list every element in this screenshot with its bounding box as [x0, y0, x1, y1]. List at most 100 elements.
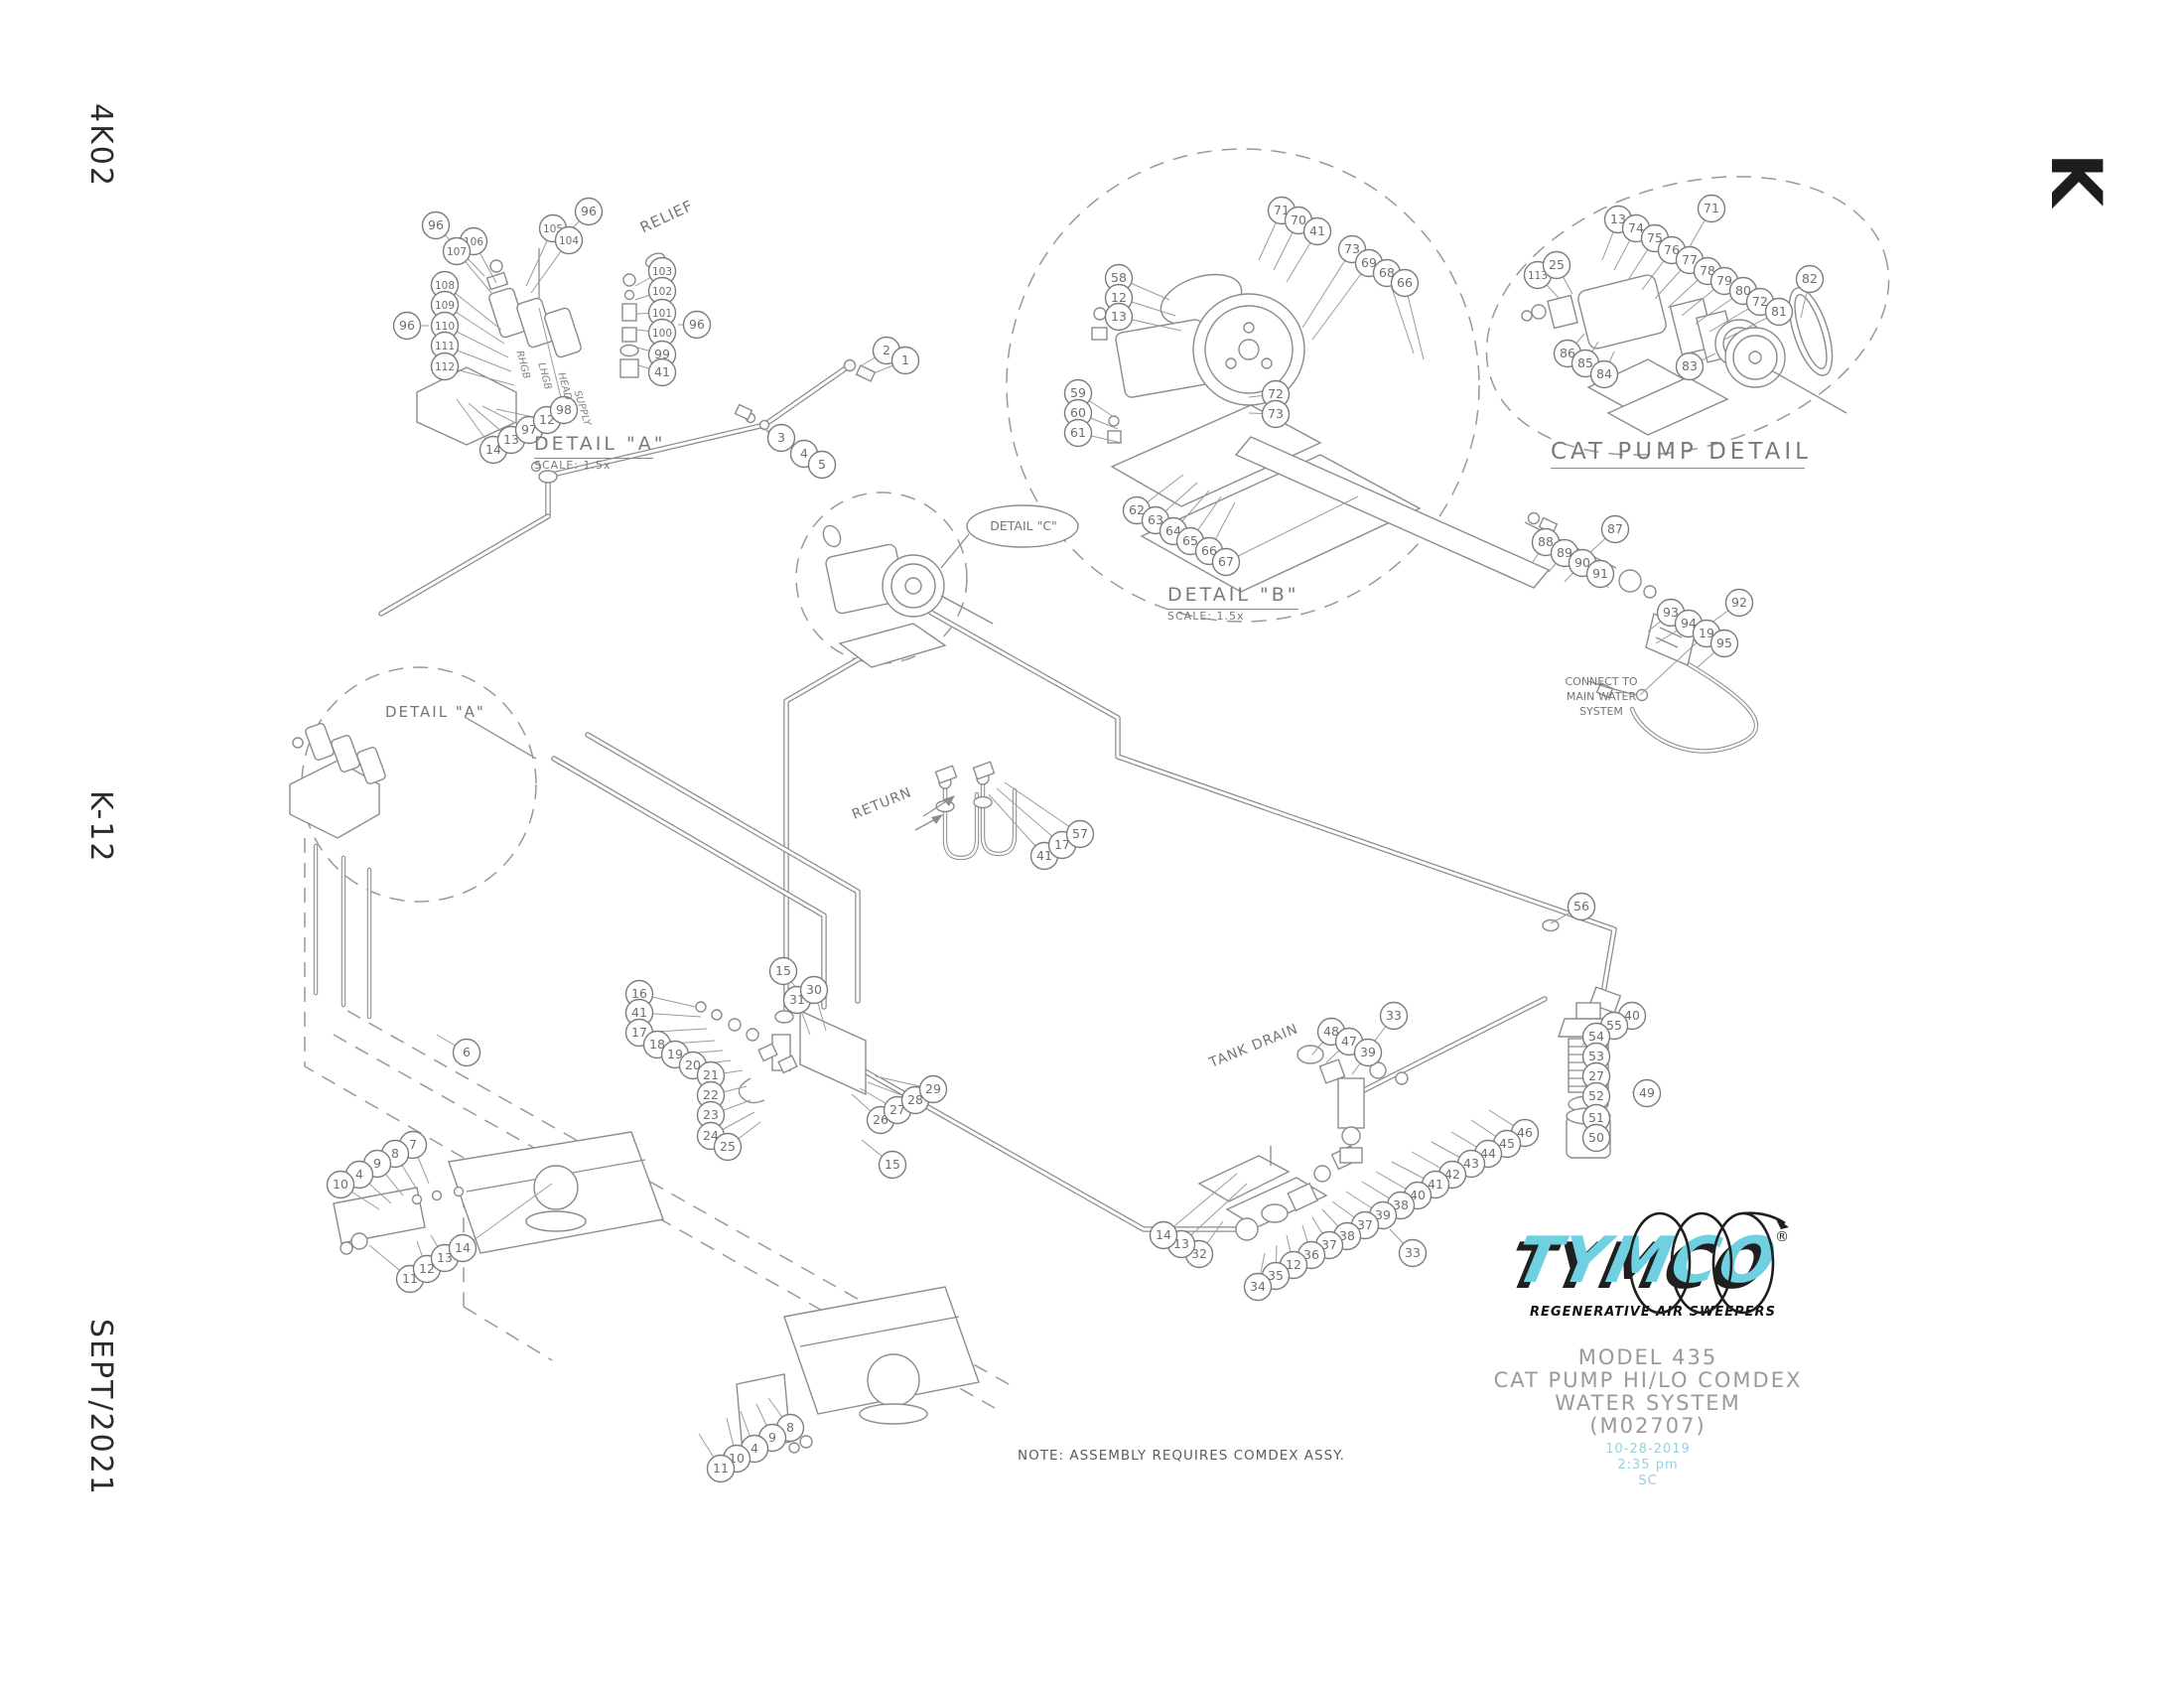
callout-71: 71: [1697, 194, 1726, 223]
svg-text:110: 110: [435, 321, 455, 333]
svg-text:30: 30: [806, 982, 822, 997]
margin-label-middle: K-12: [83, 790, 118, 864]
svg-text:63: 63: [1148, 512, 1163, 527]
callout-92: 92: [1724, 588, 1754, 618]
detail-c-reference-label: DETAIL "C": [990, 518, 1057, 533]
svg-text:15: 15: [775, 963, 791, 978]
svg-text:86: 86: [1560, 346, 1575, 360]
svg-text:72: 72: [1752, 294, 1768, 309]
svg-text:85: 85: [1577, 355, 1593, 370]
callout-6: 6: [452, 1038, 481, 1067]
svg-text:41: 41: [631, 1005, 647, 1020]
svg-text:71: 71: [1274, 203, 1290, 217]
svg-text:109: 109: [435, 300, 455, 312]
callout-13: 13: [1104, 302, 1134, 332]
svg-text:51: 51: [1588, 1110, 1604, 1125]
svg-text:90: 90: [1574, 555, 1590, 570]
callout-60: 60: [1063, 398, 1093, 428]
leader-line: [1162, 1173, 1238, 1236]
corner-section-letter: K: [2035, 152, 2117, 208]
leader-line: [1311, 262, 1370, 341]
callout-1: 1: [890, 346, 920, 375]
svg-text:37: 37: [1357, 1217, 1373, 1232]
assembly-note: NOTE: ASSEMBLY REQUIRES COMDEX ASSY.: [1018, 1448, 1345, 1464]
svg-text:41: 41: [654, 364, 670, 379]
svg-text:36: 36: [1303, 1247, 1319, 1262]
callout-51: 51: [1581, 1103, 1611, 1133]
leader-line: [1301, 248, 1353, 329]
svg-text:12: 12: [1111, 290, 1127, 305]
callout-73: 73: [1261, 399, 1291, 429]
callout-84: 84: [1589, 359, 1619, 389]
svg-text:4: 4: [355, 1167, 363, 1182]
svg-text:9: 9: [373, 1156, 381, 1171]
callout-50: 50: [1581, 1123, 1611, 1153]
svg-text:25: 25: [720, 1139, 736, 1154]
callout-14: 14: [1149, 1220, 1178, 1250]
svg-text:38: 38: [1339, 1228, 1355, 1243]
svg-text:89: 89: [1557, 545, 1572, 560]
svg-text:20: 20: [685, 1057, 701, 1072]
callout-11: 11: [706, 1454, 736, 1483]
svg-text:71: 71: [1704, 201, 1719, 215]
svg-text:14: 14: [485, 442, 501, 457]
svg-text:11: 11: [713, 1461, 729, 1476]
svg-text:49: 49: [1639, 1085, 1655, 1100]
svg-text:22: 22: [703, 1087, 719, 1102]
svg-text:96: 96: [689, 317, 705, 332]
svg-text:13: 13: [1173, 1236, 1189, 1251]
callout-22: 22: [696, 1080, 726, 1110]
svg-text:1: 1: [901, 352, 909, 367]
svg-text:40: 40: [1624, 1008, 1640, 1023]
svg-text:96: 96: [428, 217, 444, 232]
svg-text:77: 77: [1682, 252, 1698, 267]
svg-text:60: 60: [1070, 405, 1086, 420]
svg-text:41: 41: [1309, 223, 1325, 238]
detail-a-main-parts: [289, 461, 558, 839]
svg-text:104: 104: [559, 235, 579, 247]
callout-10: 10: [326, 1170, 355, 1199]
callout-3: 3: [766, 423, 796, 453]
callout-67: 67: [1211, 547, 1241, 577]
callout-21: 21: [696, 1060, 726, 1090]
cat-pump-parts: [1521, 274, 1847, 436]
svg-text:12: 12: [1286, 1257, 1301, 1272]
svg-text:13: 13: [1610, 211, 1626, 226]
callout-54: 54: [1581, 1022, 1611, 1052]
svg-text:2: 2: [883, 343, 890, 357]
callout-96: 96: [421, 211, 451, 240]
svg-text:46: 46: [1517, 1125, 1533, 1140]
detail-a-reference-label: DETAIL "A": [385, 703, 485, 721]
svg-text:112: 112: [435, 361, 455, 373]
svg-text:56: 56: [1573, 899, 1589, 914]
callout-82: 82: [1795, 264, 1825, 294]
svg-text:28: 28: [907, 1092, 923, 1107]
callout-39: 39: [1353, 1038, 1383, 1067]
svg-text:4: 4: [751, 1441, 758, 1456]
model-text-block: MODEL 435 CAT PUMP HI/LO COMDEX WATER SY…: [1449, 1345, 1846, 1488]
callout-101: 101: [647, 298, 677, 328]
callout-33: 33: [1398, 1238, 1428, 1268]
svg-text:38: 38: [1393, 1197, 1409, 1212]
svg-text:7: 7: [409, 1137, 417, 1152]
model-line-1: MODEL 435: [1577, 1345, 1718, 1369]
svg-text:58: 58: [1111, 270, 1127, 285]
svg-text:12: 12: [419, 1261, 435, 1276]
stamp-date: 10-28-2019: [1605, 1442, 1691, 1458]
pipe-runs: [313, 362, 1759, 1232]
svg-text:73: 73: [1268, 406, 1284, 421]
svg-text:18: 18: [649, 1037, 665, 1052]
svg-text:55: 55: [1606, 1018, 1622, 1033]
svg-text:5: 5: [818, 457, 826, 472]
svg-text:96: 96: [399, 318, 415, 333]
svg-text:68: 68: [1379, 265, 1395, 280]
svg-text:12: 12: [539, 412, 555, 427]
detail-c-pump-parts: [822, 524, 994, 668]
svg-text:54: 54: [1588, 1029, 1604, 1044]
svg-text:13: 13: [437, 1250, 453, 1265]
model-line-4: (M02707): [1589, 1414, 1706, 1439]
svg-text:64: 64: [1165, 523, 1181, 538]
callout-98: 98: [549, 395, 579, 425]
